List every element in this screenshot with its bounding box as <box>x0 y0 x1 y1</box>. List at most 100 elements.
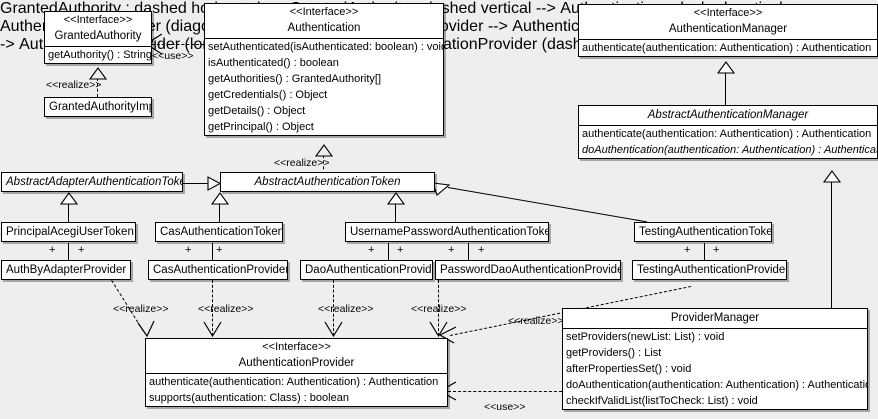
class-header: TestingAuthenticationToken <box>635 223 771 241</box>
class-abstract-adapter-authentication-token[interactable]: AbstractAdapterAuthenticationToken <box>1 172 183 192</box>
edge-use-authentication-grantedauthority <box>152 44 204 45</box>
edge-label-use-providermanager: <<use>> <box>484 401 526 413</box>
hollow-triangle-abstractauthtoken-testing <box>432 180 451 196</box>
class-authentication[interactable]: <<Interface>> Authentication setAuthenti… <box>204 3 444 136</box>
class-name: AuthenticationProvider <box>238 357 355 369</box>
multiplicity-marker: + <box>78 244 85 256</box>
class-name: AbstractAuthenticationToken <box>254 176 401 188</box>
class-stereotype: <<Interface>> <box>693 7 763 19</box>
class-header: AuthByAdapterProvider <box>2 261 130 279</box>
class-member: authenticate(authentication: Authenticat… <box>149 376 439 388</box>
class-member: doAuthentication(authentication: Authent… <box>582 144 877 156</box>
edge-generalize-providermanager <box>831 182 832 308</box>
class-header: TestingAuthenticationProvider <box>633 261 786 279</box>
operations-compartment: setAuthenticated(isAuthenticated: boolea… <box>205 38 443 135</box>
class-stereotype: <<Interface>> <box>63 14 133 26</box>
class-cas-authentication-token[interactable]: CasAuthenticationToken <box>155 222 283 242</box>
class-header: AbstractAuthenticationToken <box>221 173 434 191</box>
operations-compartment: authenticate(authentication: Authenticat… <box>146 373 447 406</box>
class-name: AuthByAdapterProvider <box>6 264 127 276</box>
edge-generalize-principalacegiusertoken <box>68 203 69 222</box>
operations-compartment: authenticate(authentication: Authenticat… <box>579 39 877 56</box>
class-authentication-provider[interactable]: <<Interface>> AuthenticationProvider aut… <box>145 338 448 407</box>
class-name: CasAuthenticationToken <box>160 226 282 238</box>
edge-label-realize-passworddaoprovider: <<realize>> <box>411 303 467 315</box>
hollow-triangle-abstractauthenticationmanager <box>822 170 842 183</box>
open-arrow-ap-3 <box>324 321 344 342</box>
class-member: doAuthentication(authentication: Authent… <box>566 379 867 391</box>
class-member: setAuthenticated(isAuthenticated: boolea… <box>208 41 443 53</box>
class-dao-authentication-provider[interactable]: DaoAuthenticationProvider <box>300 260 433 280</box>
open-arrow-ap-4 <box>429 321 449 342</box>
class-header: <<Interface>> AuthenticationManager <box>579 5 877 39</box>
edge-generalize-casauthenticationtoken <box>219 203 220 222</box>
class-member: setProviders(newList: List) : void <box>566 331 725 343</box>
class-authentication-manager[interactable]: <<Interface>> AuthenticationManager auth… <box>578 4 878 57</box>
edge-label-realize-testingprovider: <<realize>> <box>508 315 564 327</box>
hollow-triangle-right-abstractauthenticationtoken <box>205 176 222 192</box>
class-name: TestingAuthenticationProvider <box>637 264 786 276</box>
class-header: DaoAuthenticationProvider <box>301 261 432 279</box>
hollow-triangle-abstractauthtoken-upt <box>386 192 406 205</box>
class-member: getProviders() : List <box>566 347 662 359</box>
class-header: <<Interface>> GrantedAuthority <box>45 12 151 46</box>
edge-label-realize-casprovider: <<realize>> <box>198 303 254 315</box>
class-name: UsernamePasswordAuthenticationToken <box>350 226 548 238</box>
operations-compartment: getAuthority() : String <box>45 46 151 63</box>
class-abstract-authentication-token[interactable]: AbstractAuthenticationToken <box>220 172 435 192</box>
class-granted-authority-impl[interactable]: GrantedAuthorityImpl <box>44 97 152 117</box>
assoc-upt-passworddao <box>468 243 469 260</box>
edge-label-realize-grantedauthorityimpl: <<realize>> <box>46 79 102 91</box>
edge-label-realize-daoprovider: <<realize>> <box>318 303 374 315</box>
class-principal-acegi-user-token[interactable]: PrincipalAcegiUserToken <box>1 222 136 242</box>
multiplicity-marker: + <box>448 244 455 256</box>
class-abstract-authentication-manager[interactable]: AbstractAuthenticationManager authentica… <box>578 105 878 159</box>
class-member: checkIfValidList(listToCheck: List) : vo… <box>566 395 758 407</box>
class-member: getAuthorities() : GrantedAuthority[] <box>208 73 382 85</box>
class-header: <<Interface>> AuthenticationProvider <box>146 339 447 373</box>
hollow-triangle-abstractauthtoken-cas <box>210 192 230 205</box>
hollow-triangle-authentication <box>314 144 334 157</box>
class-password-dao-authentication-provider[interactable]: PasswordDaoAuthenticationProvider <box>435 260 621 280</box>
class-member: isAuthenticated() : boolean <box>208 57 339 69</box>
class-member: getDetails() : Object <box>208 105 306 117</box>
hollow-triangle-authenticationmanager <box>716 61 736 74</box>
class-header: AbstractAuthenticationManager <box>579 106 877 125</box>
hollow-triangle-grantedauthority <box>88 67 108 80</box>
class-provider-manager[interactable]: ProviderManager setProviders(newList: Li… <box>562 308 868 410</box>
edge-generalize-testingauthenticationtoken <box>447 187 648 223</box>
class-header: AbstractAdapterAuthenticationToken <box>2 173 182 191</box>
class-header: CasAuthenticationProvider <box>149 261 287 279</box>
multiplicity-marker: + <box>216 244 223 256</box>
class-granted-authority[interactable]: <<Interface>> GrantedAuthority getAuthor… <box>44 11 152 64</box>
multiplicity-marker: + <box>368 244 375 256</box>
open-arrow-ap-1 <box>137 320 157 341</box>
edge-realize-daoauthenticationprovider <box>333 280 334 336</box>
operations-compartment: authenticate(authentication: Authenticat… <box>579 125 877 158</box>
class-testing-authentication-token[interactable]: TestingAuthenticationToken <box>634 222 772 242</box>
class-name: GrantedAuthorityImpl <box>49 101 151 113</box>
class-header: CasAuthenticationToken <box>156 223 282 241</box>
class-member: getAuthority() : String <box>48 49 151 61</box>
class-header: GrantedAuthorityImpl <box>45 98 151 116</box>
class-cas-authentication-provider[interactable]: CasAuthenticationProvider <box>148 260 288 280</box>
edge-realize-grantedauthorityimpl <box>97 78 98 97</box>
class-username-password-authentication-token[interactable]: UsernamePasswordAuthenticationToken <box>345 222 549 242</box>
class-stereotype: <<Interface>> <box>289 6 359 18</box>
open-arrow-ap-5 <box>438 326 460 348</box>
class-auth-by-adapter-provider[interactable]: AuthByAdapterProvider <box>1 260 131 280</box>
operations-compartment: setProviders(newList: List) : void getPr… <box>563 328 867 409</box>
class-stereotype: <<Interface>> <box>262 341 331 353</box>
class-header: UsernamePasswordAuthenticationToken <box>346 223 548 241</box>
multiplicity-marker: + <box>185 244 192 256</box>
class-header: PrincipalAcegiUserToken <box>2 223 135 241</box>
class-testing-authentication-provider[interactable]: TestingAuthenticationProvider <box>632 260 787 280</box>
class-member: authenticate(authentication: Authenticat… <box>582 42 872 54</box>
class-name: PasswordDaoAuthenticationProvider <box>440 264 620 276</box>
class-name: TestingAuthenticationToken <box>639 226 771 238</box>
assoc-cas-token-provider <box>212 243 213 260</box>
edge-use-providermanager-authenticationprovider <box>448 391 562 392</box>
edge-generalize-usernamepasswordtoken <box>395 203 396 222</box>
class-header: ProviderManager <box>563 309 867 328</box>
